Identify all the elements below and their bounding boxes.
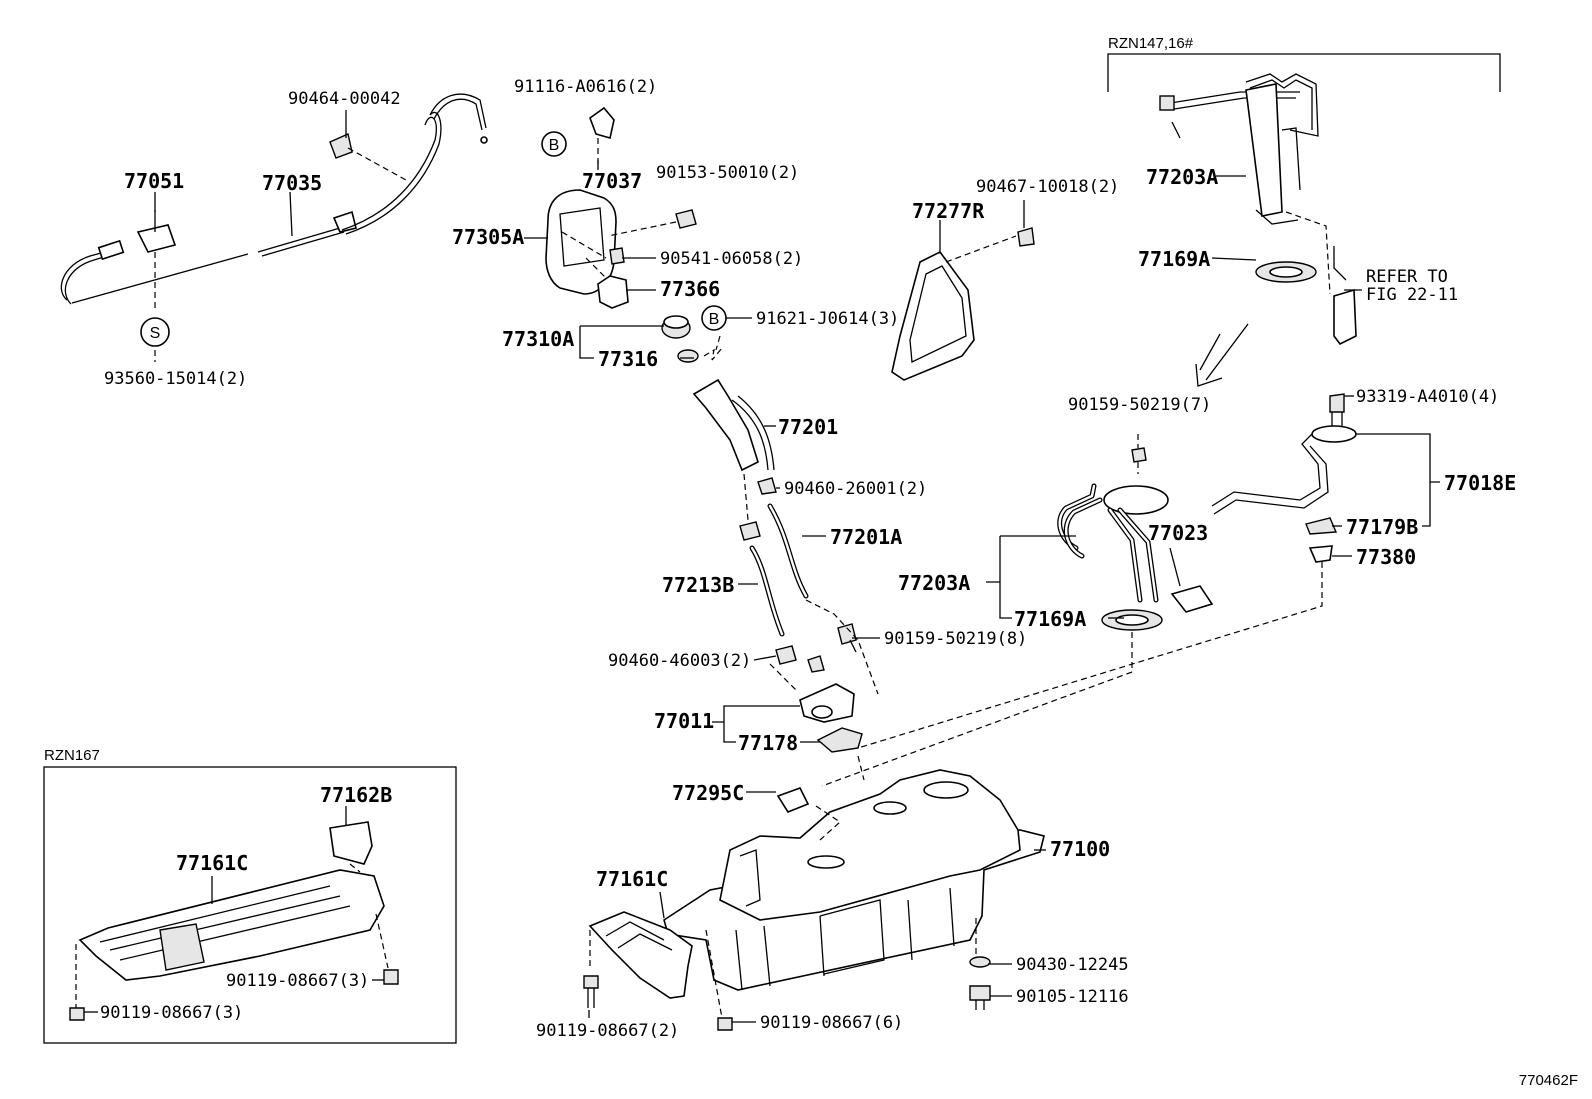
part-label-93319-a4010: 93319-A4010(4) (1356, 387, 1499, 407)
part-label-77316: 77316 (598, 347, 658, 371)
part-label-77037: 77037 (582, 169, 642, 193)
symbol-b-cap: B (701, 305, 727, 331)
rzn147-inset (1107, 53, 1501, 387)
part-label-90153-50010: 90153-50010(2) (656, 163, 799, 183)
part-label-90467-10018: 90467-10018(2) (976, 177, 1119, 197)
part-label-77295c: 77295C (672, 781, 744, 805)
part-label-90430-12245: 90430-12245 (1016, 955, 1129, 975)
part-label-77161c-main: 77161C (596, 867, 668, 891)
rzn167-inset (43, 766, 457, 1044)
part-label-90460-26001: 90460-26001(2) (784, 479, 927, 499)
part-label-77011: 77011 (654, 709, 714, 733)
part-label-77023: 77023 (1148, 521, 1208, 545)
part-label-77162b: 77162B (320, 783, 392, 807)
part-label-91621-j0614: 91621-J0614(3) (756, 309, 899, 329)
symbol-s: S (140, 317, 170, 347)
tank-protector-main (583, 911, 991, 1031)
part-label-90464-00042: 90464-00042 (288, 89, 401, 109)
part-label-77178: 77178 (738, 731, 798, 755)
part-label-90159-50219-7: 90159-50219(7) (1068, 395, 1211, 415)
part-label-90159-50219-8: 90159-50219(8) (884, 629, 1027, 649)
sub-gauge-group (857, 393, 1357, 749)
rzn167-title: RZN167 (44, 747, 100, 764)
fuel-tank-group (663, 769, 1045, 991)
symbol-b-lid: B (541, 131, 567, 157)
part-label-90105-12116: 90105-12116 (1016, 987, 1129, 1007)
part-label-77201: 77201 (778, 415, 838, 439)
part-label-77213b: 77213B (662, 573, 734, 597)
part-label-77051: 77051 (124, 169, 184, 193)
rzn147-title: RZN147,16# (1108, 35, 1194, 52)
refer-line-2: FIG 22-11 (1366, 285, 1458, 305)
part-label-91116-a0616: 91116-A0616(2) (514, 77, 657, 97)
part-label-77035: 77035 (262, 171, 322, 195)
sender-gauge-group (821, 434, 1214, 787)
svg-text:B: B (709, 311, 720, 328)
fuel-cap-group (661, 315, 723, 363)
part-label-77169a-top: 77169A (1138, 247, 1210, 271)
part-label-90119-08667-3b: 90119-08667(3) (100, 1003, 243, 1023)
part-label-90460-46003: 90460-46003(2) (608, 651, 751, 671)
diagram-code: 770462F (1519, 1072, 1578, 1089)
part-label-90119-08667-2: 90119-08667(2) (536, 1021, 679, 1041)
filler-bracket-group (891, 227, 1035, 381)
svg-text:S: S (150, 325, 161, 342)
filler-pipe-group (692, 378, 879, 781)
part-label-77277r: 77277R (912, 199, 985, 223)
part-label-77169a: 77169A (1014, 607, 1086, 631)
part-label-77201a: 77201A (830, 525, 902, 549)
part-label-77161c-inset: 77161C (176, 851, 248, 875)
fuel-lid-group (545, 106, 697, 309)
refer-line-1: REFER TO (1366, 267, 1448, 287)
part-label-77179b: 77179B (1346, 515, 1418, 539)
part-label-77203a-top: 77203A (1146, 165, 1218, 189)
part-label-90541-06058: 90541-06058(2) (660, 249, 803, 269)
leader-lines (84, 110, 1440, 1023)
svg-text:B: B (549, 137, 560, 154)
part-label-90119-08667-6: 90119-08667(6) (760, 1013, 903, 1033)
part-label-77018e: 77018E (1444, 471, 1516, 495)
part-label-77310a: 77310A (502, 327, 574, 351)
part-label-77380: 77380 (1356, 545, 1416, 569)
part-label-77305a: 77305A (452, 225, 524, 249)
part-label-77203a: 77203A (898, 571, 970, 595)
fuel-lid-cable-group (60, 93, 488, 362)
part-label-93560-15014: 93560-15014(2) (104, 369, 247, 389)
part-label-90119-08667-3a: 90119-08667(3) (226, 971, 369, 991)
part-label-77100: 77100 (1050, 837, 1110, 861)
part-label-77366: 77366 (660, 277, 720, 301)
